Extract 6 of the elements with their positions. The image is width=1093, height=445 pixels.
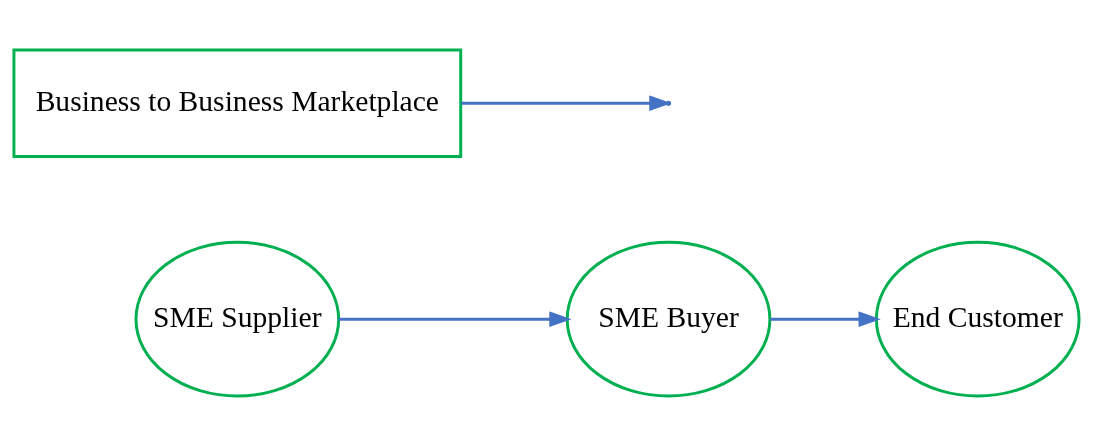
arrow	[338, 310, 572, 327]
arrow	[770, 310, 881, 327]
node-ellipse: End Customer	[874, 240, 1081, 398]
node-box: Business to Business Marketplace	[12, 47, 463, 158]
node-ellipse: SME Supplier	[134, 240, 341, 398]
node-ellipse: SME Buyer	[565, 240, 772, 398]
